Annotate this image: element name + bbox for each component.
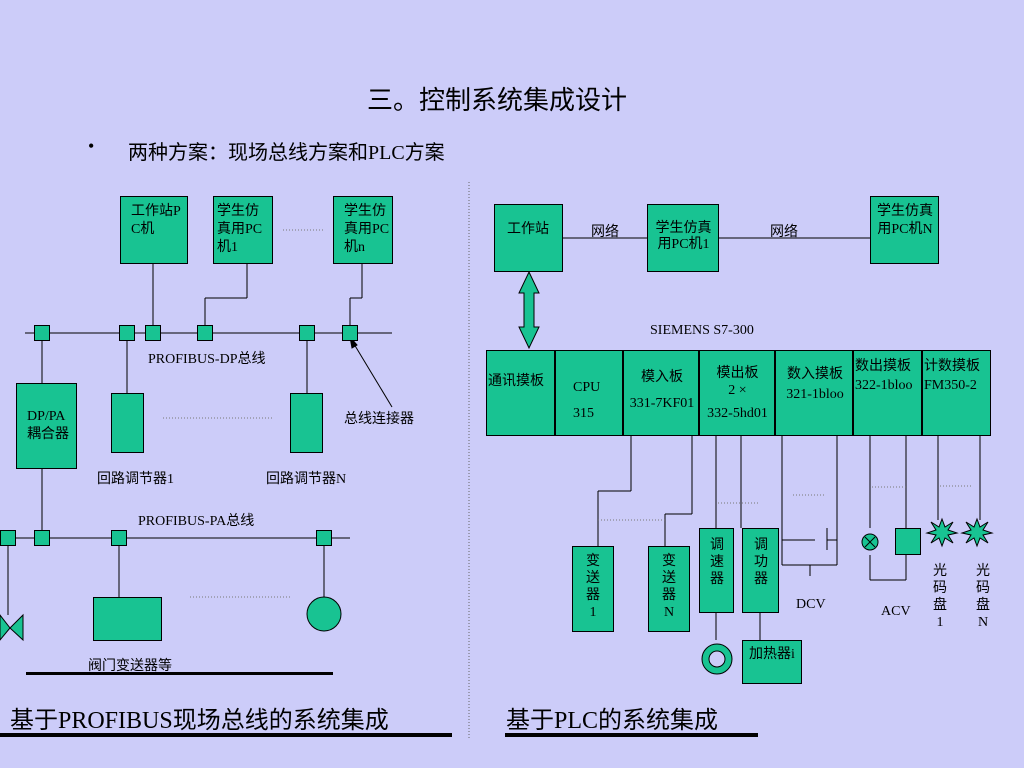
module-analog-in-l2: 331-7KF01 bbox=[629, 396, 695, 411]
right-workstation-box: 工作站 bbox=[494, 204, 563, 272]
module-comm-l1: 通讯摸板 bbox=[488, 374, 544, 389]
left-student-pc-1-label: 学生仿真用PC机1 bbox=[217, 204, 263, 255]
bullet-text: 两种方案：现场总线方案和PLC方案 bbox=[128, 142, 445, 164]
dp-node bbox=[119, 325, 135, 341]
heater-box: 加热器i bbox=[742, 640, 802, 684]
pa-node bbox=[111, 530, 127, 546]
bus-connector-label: 总线连接器 bbox=[344, 412, 414, 427]
module-analog-in-l1: 模入板 bbox=[641, 370, 683, 385]
left-workstation-box: 工作站PC机 bbox=[120, 196, 188, 264]
profibus-dp-label: PROFIBUS-DP总线 bbox=[148, 352, 266, 367]
transmitter-n-label: 变送器N bbox=[662, 554, 676, 620]
module-digital-out-l2: 322-1bloo bbox=[855, 378, 913, 393]
power-regulator-box: 调功器 bbox=[742, 528, 779, 613]
left-student-pc-1-box: 学生仿真用PC机1 bbox=[213, 196, 273, 264]
module-digital-in-l1: 数入摸板 bbox=[787, 367, 843, 382]
network-label-1: 网络 bbox=[591, 225, 619, 240]
module-counter-l1: 计数摸板 bbox=[924, 359, 980, 374]
speed-regulator-label: 调速器 bbox=[710, 538, 724, 587]
dp-node bbox=[299, 325, 315, 341]
loop-regulator-n-label: 回路调节器N bbox=[266, 472, 347, 487]
left-workstation-label: 工作站PC机 bbox=[131, 204, 181, 237]
right-student-pc-1-label: 学生仿真用PC机1 bbox=[655, 221, 712, 252]
module-counter: 计数摸板 FM350-2 bbox=[922, 350, 991, 436]
transmitter-n-box: 变送器N bbox=[648, 546, 690, 632]
module-cpu: CPU 315 bbox=[555, 350, 623, 436]
loop-regulator-1-box bbox=[111, 393, 144, 453]
module-analog-out: 模出板 2 × 332-5hd01 bbox=[699, 350, 775, 436]
dp-node bbox=[342, 325, 358, 341]
right-caption-underline bbox=[505, 733, 758, 737]
pa-node bbox=[34, 530, 50, 546]
module-counter-l2: FM350-2 bbox=[924, 378, 977, 393]
network-label-2: 网络 bbox=[770, 225, 798, 240]
dp-pa-coupler-box: DP/PA耦合器 bbox=[16, 383, 77, 469]
valve-transmitter-label: 阀门变送器等 bbox=[88, 659, 172, 674]
module-analog-out-l1: 模出板 bbox=[716, 366, 759, 381]
loop-regulator-n-box bbox=[290, 393, 323, 453]
slide-title: 三。控制系统集成设计 bbox=[367, 86, 628, 115]
module-cpu-l1: CPU bbox=[573, 380, 601, 395]
transmitter-1-label: 变送器1 bbox=[586, 554, 600, 620]
dp-node bbox=[197, 325, 213, 341]
module-analog-out-l2: 2 × bbox=[728, 383, 747, 398]
left-caption-underline bbox=[0, 733, 452, 737]
transmitter-1-box: 变送器1 bbox=[572, 546, 614, 632]
valve-transmitter-box bbox=[93, 597, 162, 641]
module-comm: 通讯摸板 bbox=[486, 350, 555, 436]
module-digital-out-l1: 数出摸板 bbox=[855, 359, 911, 374]
module-analog-out-l3: 332-5hd01 bbox=[707, 406, 768, 421]
module-digital-out: 数出摸板 322-1bloo bbox=[853, 350, 922, 436]
dp-node bbox=[145, 325, 161, 341]
encoder-1-label: 光码盘1 bbox=[933, 564, 947, 630]
siemens-label: SIEMENS S7-300 bbox=[650, 323, 754, 338]
acv-switch-box bbox=[895, 528, 921, 555]
left-caption: 基于PROFIBUS现场总线的系统集成 bbox=[10, 708, 389, 734]
pa-node bbox=[316, 530, 332, 546]
right-student-pc-n-label: 学生仿真用PC机N bbox=[877, 204, 933, 237]
loop-regulator-1-label: 回路调节器1 bbox=[97, 472, 174, 487]
right-caption: 基于PLC的系统集成 bbox=[506, 708, 719, 734]
right-workstation-label: 工作站 bbox=[507, 222, 549, 237]
module-digital-in-l2: 321-1bloo bbox=[786, 387, 844, 402]
module-analog-in: 模入板 331-7KF01 bbox=[623, 350, 699, 436]
profibus-pa-label: PROFIBUS-PA总线 bbox=[138, 514, 255, 529]
module-digital-in: 数入摸板 321-1bloo bbox=[775, 350, 853, 436]
dp-node bbox=[34, 325, 50, 341]
right-student-pc-1-box: 学生仿真用PC机1 bbox=[647, 204, 719, 272]
module-cpu-l2: 315 bbox=[573, 406, 594, 421]
encoder-n-label: 光码盘N bbox=[976, 564, 990, 630]
left-caption-top-rule bbox=[26, 672, 333, 675]
right-student-pc-n-box: 学生仿真用PC机N bbox=[870, 196, 939, 264]
pa-node bbox=[0, 530, 16, 546]
power-regulator-label: 调功器 bbox=[754, 538, 768, 587]
dcv-label: DCV bbox=[796, 597, 826, 612]
acv-label: ACV bbox=[881, 604, 911, 619]
left-student-pc-n-box: 学生仿真用PC机n bbox=[333, 196, 393, 264]
heater-label: 加热器i bbox=[749, 647, 795, 662]
left-student-pc-n-label: 学生仿真用PC机n bbox=[344, 204, 390, 255]
dp-pa-coupler-label: DP/PA耦合器 bbox=[27, 409, 69, 442]
speed-regulator-box: 调速器 bbox=[699, 528, 734, 613]
bullet-dot: • bbox=[88, 136, 95, 156]
